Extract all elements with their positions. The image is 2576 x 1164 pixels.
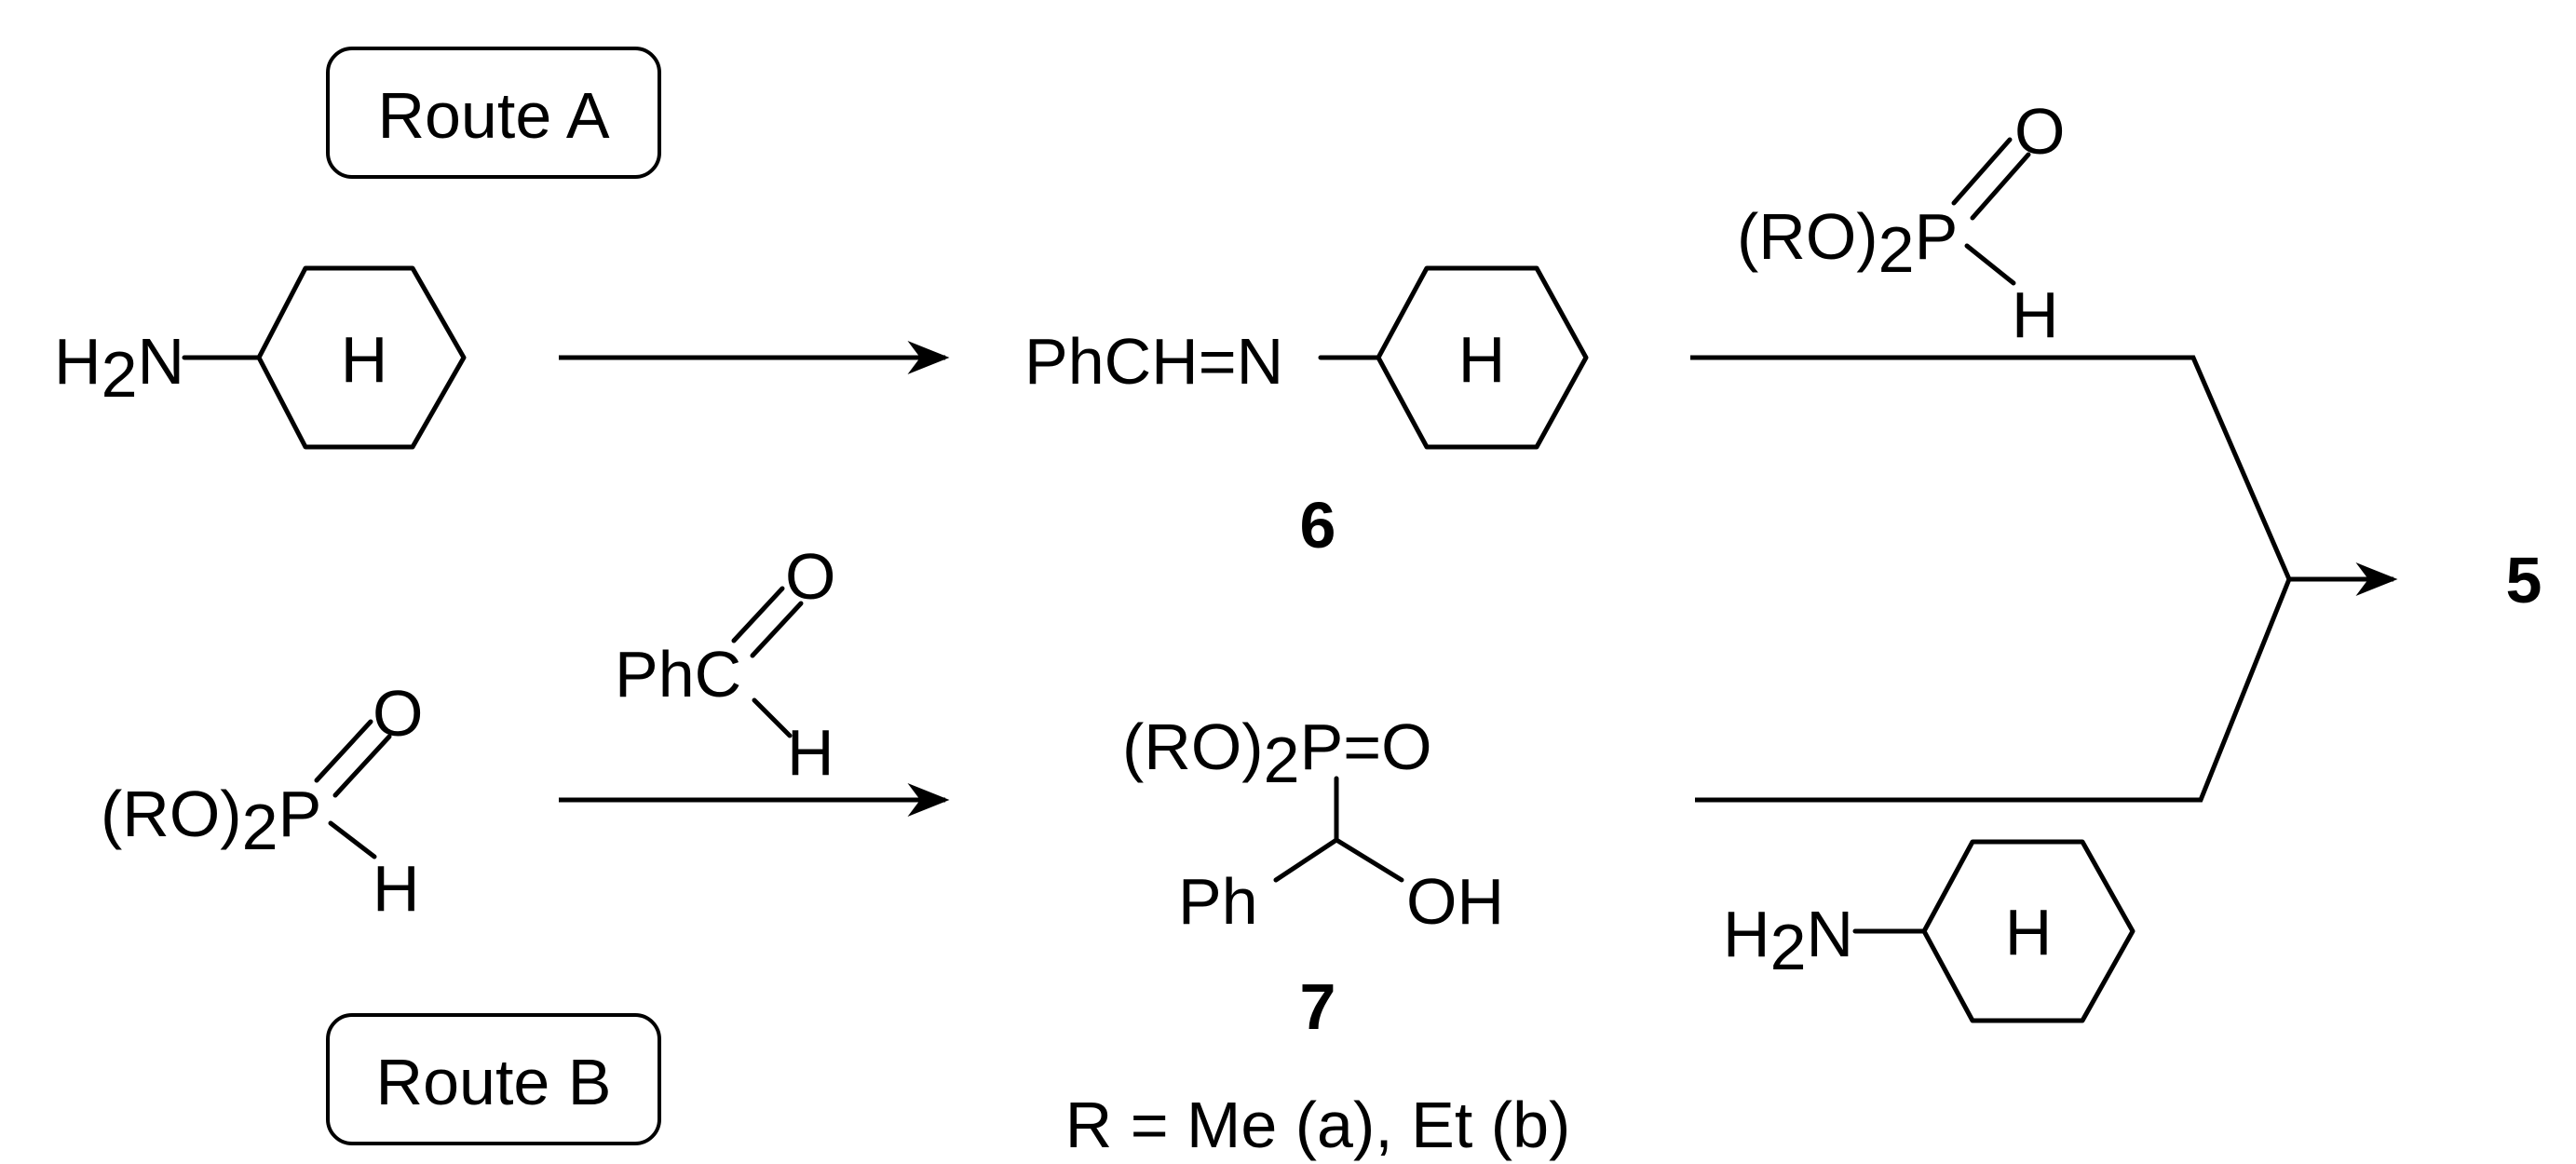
amine-h: H2N [54, 325, 184, 411]
amine-h: H2N [1723, 898, 1853, 983]
phosphonate-oh: OH [1406, 865, 1504, 938]
phosphite-h: H [2012, 278, 2059, 351]
benzaldehyde-phc: PhC [615, 638, 741, 711]
cyclohexylamine-a: H2N H [54, 265, 467, 450]
ring-h: H [2005, 896, 2053, 968]
route-a-label: Route A [377, 79, 609, 152]
phosphite-ro: (RO)2P [101, 778, 321, 863]
phosphonate-ph: Ph [1178, 865, 1258, 938]
phosphite-b: (RO)2P O H [101, 677, 423, 925]
phosphite-top: (RO)2P O H [1737, 95, 2065, 351]
route-b-box: Route B [326, 1013, 661, 1145]
hydroxyphosphonate-7: (RO)2P=O Ph OH 7 [1122, 711, 1504, 1043]
compound-label-6: 6 [1300, 489, 1336, 562]
ring-h: H [1458, 323, 1506, 396]
benzaldehyde: PhC O H [615, 540, 835, 789]
cyclohexane-ring [1921, 839, 2135, 1023]
benzaldehyde-h: H [787, 716, 834, 789]
imine-6: PhCH=N H 6 [1024, 265, 1589, 562]
imine-text: PhCH=N [1024, 325, 1283, 398]
compound-label-7: 7 [1300, 970, 1336, 1043]
benzaldehyde-o: O [785, 540, 835, 613]
phosphite-o: O [2014, 95, 2065, 168]
footnote: R = Me (a), Et (b) [1065, 1089, 1571, 1161]
cyclohexane-ring [1376, 265, 1589, 450]
route-a-box: Route A [326, 47, 661, 179]
route-b-label: Route B [376, 1046, 612, 1118]
phosphite-h: H [373, 852, 420, 925]
compound-label-5: 5 [2506, 544, 2542, 616]
phosphite-o: O [373, 677, 423, 750]
phosphite-ro: (RO)2P [1737, 200, 1958, 286]
cyclohexylamine-b: H2N H [1723, 839, 2135, 1023]
ring-h: H [341, 323, 388, 396]
phosphonate-text: (RO)2P=O [1122, 711, 1432, 796]
converging-arrow: 5 [1690, 355, 2542, 803]
cyclohexane-ring [256, 265, 467, 450]
